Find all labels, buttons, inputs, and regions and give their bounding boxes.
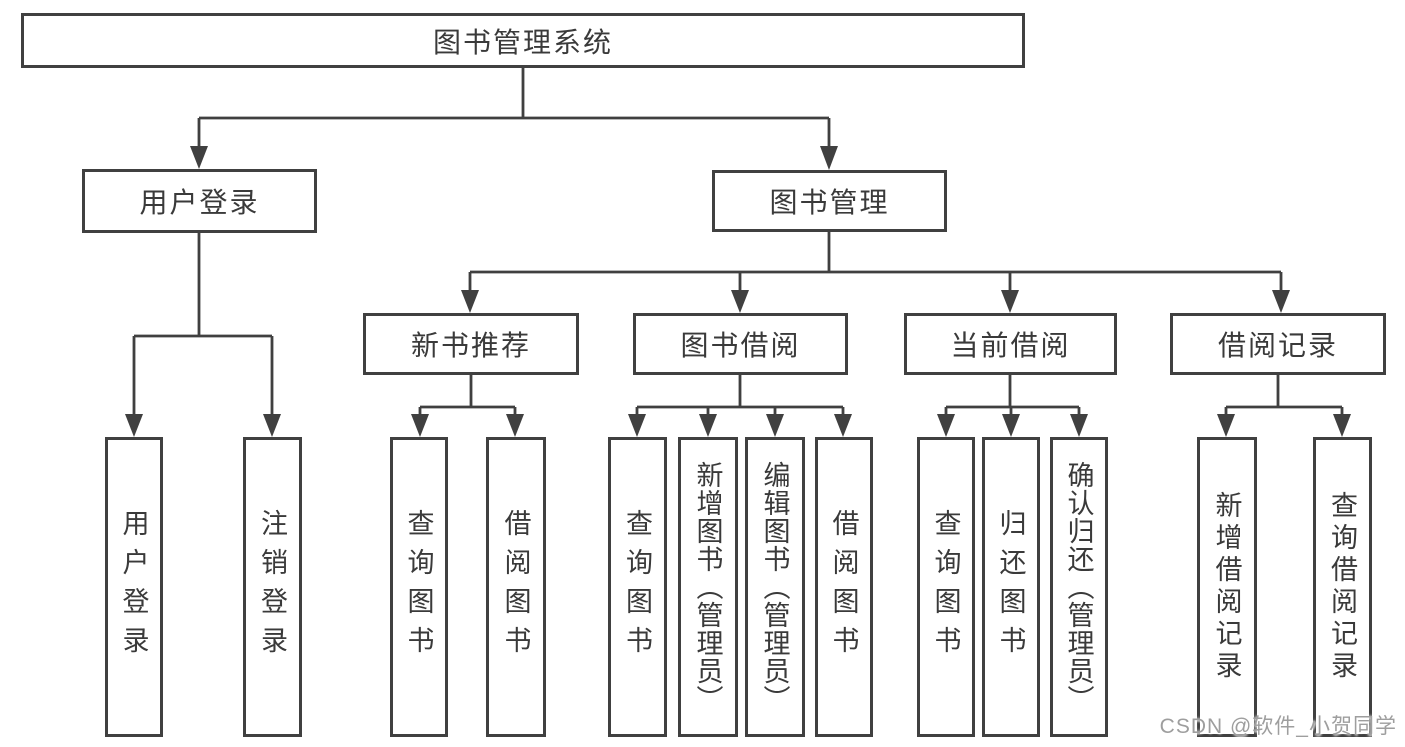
leaf-add-books-admin-label: 新增图书（管理员）: [692, 461, 723, 713]
leaf-borrow-books-recommend-label: 借阅图书: [500, 509, 531, 665]
leaf-query-books-current: 查询图书: [917, 437, 975, 737]
node-library-management-system: 图书管理系统: [21, 13, 1025, 68]
leaf-logout-label: 注销登录: [257, 509, 287, 665]
leaf-borrow-books: 借阅图书: [815, 437, 873, 737]
leaf-return-books-label: 归还图书: [995, 509, 1026, 665]
node-borrowing-records: 借阅记录: [1170, 313, 1386, 375]
leaf-query-borrow-record-label: 查询借阅记录: [1327, 491, 1357, 683]
leaf-add-books-admin: 新增图书（管理员）: [678, 437, 738, 737]
leaf-borrow-books-recommend: 借阅图书: [486, 437, 546, 737]
node-book-management: 图书管理: [712, 170, 947, 232]
leaf-logout: 注销登录: [243, 437, 302, 737]
leaf-query-borrow-record: 查询借阅记录: [1313, 437, 1372, 737]
leaf-query-books-recommend: 查询图书: [390, 437, 448, 737]
connector-new-book-recommend-to-leaves: [411, 375, 524, 437]
leaf-query-books-current-label: 查询图书: [930, 509, 961, 665]
leaf-confirm-return-admin: 确认归还（管理员）: [1050, 437, 1108, 737]
connector-root-to-level2: [190, 68, 838, 170]
node-new-book-recommend: 新书推荐: [363, 313, 579, 375]
connector-current-borrowing-to-leaves: [937, 375, 1088, 437]
leaf-add-borrow-record: 新增借阅记录: [1197, 437, 1257, 737]
leaf-query-books-recommend-label: 查询图书: [403, 509, 434, 665]
leaf-add-borrow-record-label: 新增借阅记录: [1211, 491, 1242, 683]
leaf-confirm-return-admin-label: 确认归还（管理员）: [1063, 461, 1094, 713]
connector-user-login-to-leaves: [125, 233, 281, 437]
connector-book-management-to-level3: [461, 232, 1290, 313]
leaf-query-books-borrowing-label: 查询图书: [622, 509, 652, 665]
node-book-borrowing: 图书借阅: [633, 313, 848, 375]
node-current-borrowing: 当前借阅: [904, 313, 1117, 375]
connector-book-borrowing-to-leaves: [628, 375, 852, 437]
leaf-user-login-label: 用户登录: [118, 509, 149, 665]
leaf-edit-books-admin: 编辑图书（管理员）: [745, 437, 805, 737]
leaf-query-books-borrowing: 查询图书: [608, 437, 667, 737]
leaf-borrow-books-label: 借阅图书: [828, 509, 859, 665]
leaf-edit-books-admin-label: 编辑图书（管理员）: [759, 461, 790, 713]
leaf-user-login: 用户登录: [105, 437, 163, 737]
connector-borrowing-records-to-leaves: [1217, 375, 1351, 437]
leaf-return-books: 归还图书: [982, 437, 1040, 737]
node-user-login: 用户登录: [82, 169, 317, 233]
watermark: CSDN @软件_小贺同学: [1159, 715, 1397, 738]
